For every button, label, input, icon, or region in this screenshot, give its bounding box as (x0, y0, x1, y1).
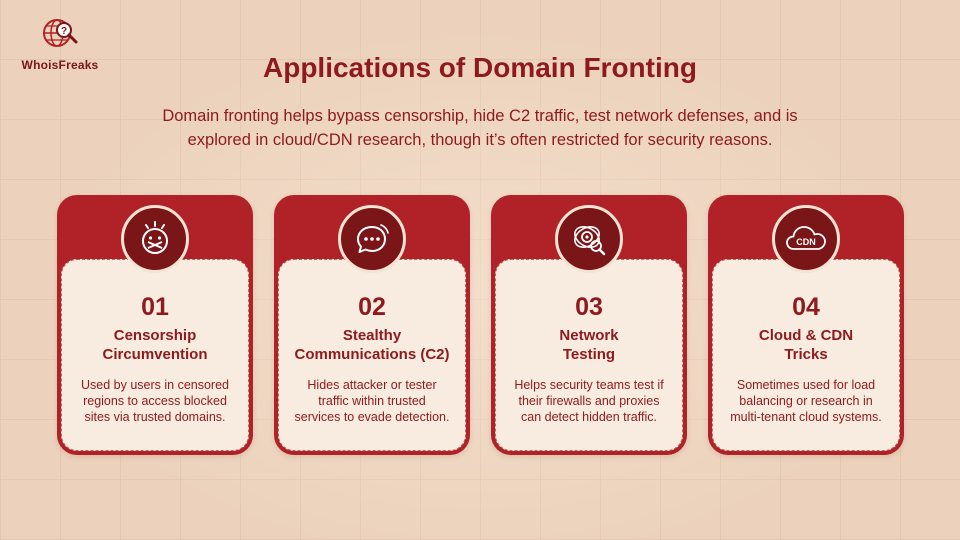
card-number: 02 (358, 293, 386, 321)
card-title-line-2: Circumvention (102, 346, 208, 363)
card-number: 04 (792, 293, 820, 321)
brand-name: WhoisFreaks (21, 58, 99, 72)
card-stealthy-communications: 02 Stealthy Communications (C2) Hides at… (274, 195, 470, 455)
chat-bubble-icon (357, 224, 389, 253)
card-icon-badge (121, 205, 189, 273)
card-desc-line-2: their firewalls and proxies (518, 394, 660, 408)
card-network-testing: 03 Network Testing Helps security teams … (491, 195, 687, 455)
card-title: Stealthy Communications (C2) (280, 326, 464, 364)
brand-logo[interactable]: ? WhoisFreaks (14, 16, 106, 72)
card-title: Network Testing (497, 326, 681, 364)
card-body (278, 259, 466, 451)
card-desc-line-1: Hides attacker or tester (307, 378, 437, 392)
censored-face-icon (142, 221, 168, 254)
card-title-line-1: Stealthy (342, 327, 402, 344)
card-censorship-circumvention: 01 Censorship Circumvention Used by user… (57, 195, 253, 455)
svg-text:?: ? (61, 26, 67, 37)
card-title-line-1: Censorship (113, 327, 197, 344)
card-cloud-cdn-tricks: CDN 04 Cloud & CDN Tricks Sometimes used… (708, 195, 904, 455)
card-title-line-1: Cloud & CDN (758, 327, 854, 344)
security-scan-icon (574, 226, 606, 256)
card-desc-line-3: can detect hidden traffic. (521, 410, 657, 424)
card-desc-line-2: regions to access blocked (83, 394, 227, 408)
card-icon-badge (338, 205, 406, 273)
card-description: Helps security teams test if their firew… (499, 377, 679, 425)
svg-text:CDN: CDN (796, 237, 816, 247)
globe-magnifier-icon: ? (43, 19, 78, 47)
card-icon-badge (555, 205, 623, 273)
card-title: Censorship Circumvention (63, 326, 247, 364)
card-icon-badge: CDN (772, 205, 840, 273)
card-desc-line-3: sites via trusted domains. (84, 410, 226, 424)
card-title: Cloud & CDN Tricks (714, 326, 898, 364)
cdn-cloud-icon: CDN (786, 226, 826, 250)
card-desc-line-3: services to evade detection. (294, 410, 450, 424)
card-title-line-2: Testing (562, 346, 616, 363)
card-number: 03 (575, 293, 603, 321)
card-desc-line-3: multi-tenant cloud systems. (730, 410, 882, 424)
card-desc-line-2: balancing or research in (739, 394, 873, 408)
card-title-line-2: Communications (C2) (294, 346, 450, 363)
card-title-line-1: Network (559, 327, 619, 344)
card-description: Sometimes used for load balancing or res… (716, 377, 896, 425)
card-body (61, 259, 249, 451)
card-number: 01 (141, 293, 169, 321)
card-desc-line-2: traffic within trusted (318, 394, 426, 408)
card-title-line-2: Tricks (784, 346, 828, 363)
card-desc-line-1: Used by users in censored (81, 378, 229, 392)
subtitle-line-2: explored in cloud/CDN research, though i… (187, 131, 773, 149)
card-desc-line-1: Helps security teams test if (514, 378, 664, 392)
card-desc-line-1: Sometimes used for load (736, 378, 876, 392)
card-description: Hides attacker or tester traffic within … (282, 377, 462, 425)
card-body (712, 259, 900, 451)
card-description: Used by users in censored regions to acc… (65, 377, 245, 425)
page-title: Applications of Domain Fronting (263, 52, 697, 83)
card-body (495, 259, 683, 451)
page-subtitle: Domain fronting helps bypass censorship,… (120, 104, 840, 152)
subtitle-line-1: Domain fronting helps bypass censorship,… (162, 107, 798, 125)
